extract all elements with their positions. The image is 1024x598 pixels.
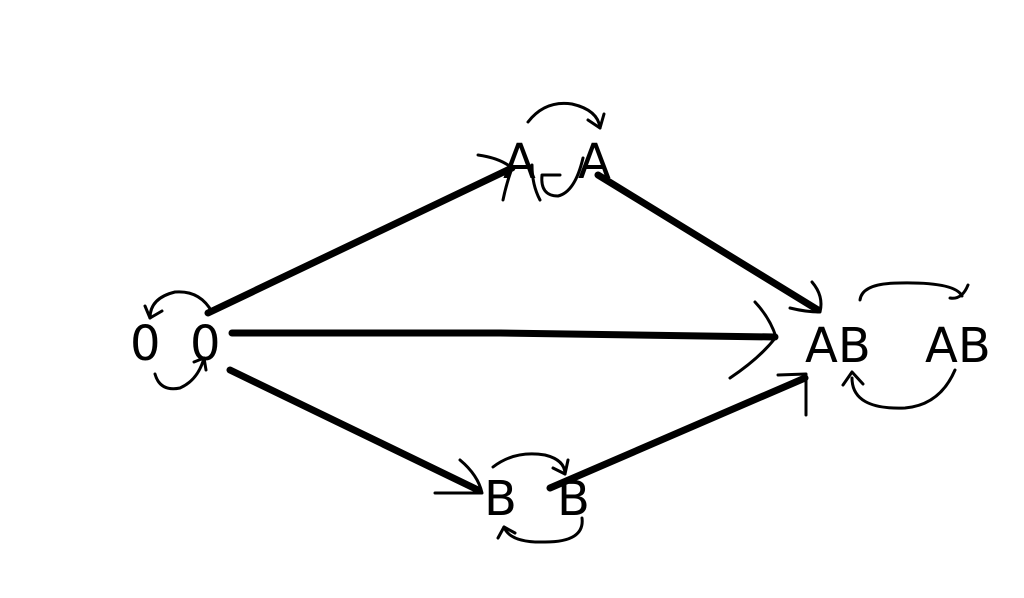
loop-0-bottom [153, 356, 206, 391]
loop-b-bottom [502, 516, 584, 544]
edge-0-to-ab [228, 329, 779, 341]
arrowhead-b-to-ab [776, 372, 808, 417]
node-b-left: B [484, 471, 517, 527]
node-0-left: 0 [130, 316, 161, 372]
edge-b-to-ab [546, 374, 809, 492]
arrowhead-loop-ab-bottom [841, 370, 865, 387]
arrowhead-loop-a-top [586, 112, 606, 130]
node-ab-right: AB [925, 318, 991, 374]
arrowhead-loop-b-bottom [496, 525, 517, 540]
arrowhead-0-to-b [433, 458, 484, 495]
arrowhead-0-to-ab [728, 300, 778, 380]
loop-a-top [526, 101, 602, 130]
edge-0-to-b [226, 366, 482, 494]
node-ab-left: AB [805, 318, 871, 374]
loop-a-bottom [540, 156, 585, 198]
arrowhead-a-to-ab [788, 280, 823, 314]
tick-a-bottom [530, 163, 542, 202]
loop-ab-top [858, 281, 964, 302]
arrowhead-0-to-a [476, 153, 514, 202]
loop-ab-bottom [850, 368, 957, 410]
edge-a-to-ab [594, 171, 822, 314]
edge-0-to-a [204, 164, 516, 317]
loop-0-top [148, 290, 214, 320]
arrowhead-loop-ab-top [948, 283, 970, 300]
arrowhead-loop-0-top [143, 304, 164, 320]
arrowhead-loop-0-bottom [192, 356, 208, 372]
loop-b-top [491, 452, 567, 476]
arrowhead-loop-b-top [551, 458, 570, 476]
